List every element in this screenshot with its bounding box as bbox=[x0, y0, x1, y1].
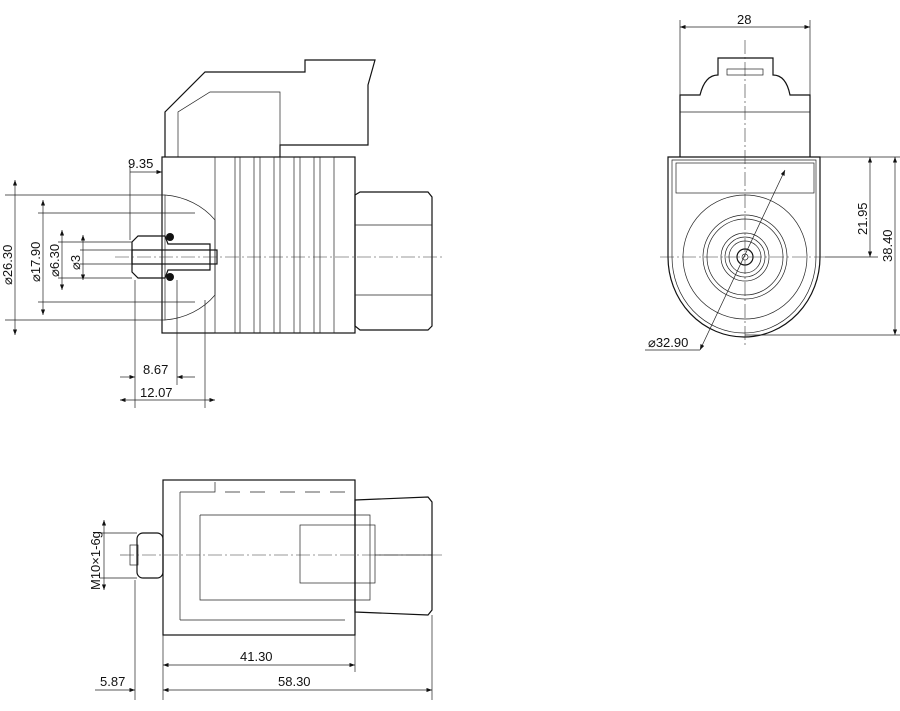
o-ring bbox=[166, 233, 174, 241]
coil-outline bbox=[667, 156, 821, 338]
dim-dia-6-30: ⌀6.30 bbox=[47, 244, 62, 277]
coil-body bbox=[161, 156, 356, 334]
nut bbox=[354, 191, 433, 331]
dim-dia-17-90: ⌀17.90 bbox=[28, 242, 43, 282]
o-ring bbox=[166, 273, 174, 281]
dim-21-95: 21.95 bbox=[855, 202, 870, 235]
dim-58-30: 58.30 bbox=[278, 674, 311, 689]
dim-8-67: 8.67 bbox=[143, 362, 168, 377]
section-hatch bbox=[164, 194, 216, 321]
dim-dia-3: ⌀3 bbox=[68, 255, 83, 270]
dim-38-40: 38.40 bbox=[880, 229, 895, 262]
cooling-fins bbox=[214, 156, 335, 334]
dim-width-28: 28 bbox=[737, 12, 751, 27]
connector-housing bbox=[164, 59, 376, 157]
dim-dia-26-30: ⌀26.30 bbox=[0, 245, 15, 285]
coil-body bbox=[162, 479, 356, 636]
side-view: 9.35 ⌀26.30 ⌀17.90 ⌀6.30 ⌀3 8.67 12.07 bbox=[0, 59, 445, 408]
front-view: 28 21.95 38.40 ⌀32.90 bbox=[645, 12, 900, 351]
dim-dia-32-90: ⌀32.90 bbox=[648, 335, 688, 350]
connector-outline bbox=[679, 57, 811, 157]
thread-stud bbox=[136, 532, 164, 579]
dim-41-30: 41.30 bbox=[240, 649, 273, 664]
dim-5-87: 5.87 bbox=[100, 674, 125, 689]
dim-9-35: 9.35 bbox=[128, 156, 153, 171]
dim-thread-m10: M10×1-6g bbox=[88, 531, 103, 590]
nut bbox=[354, 496, 433, 616]
top-view: M10×1-6g 41.30 58.30 5.87 bbox=[88, 479, 445, 700]
dim-12-07: 12.07 bbox=[140, 385, 173, 400]
